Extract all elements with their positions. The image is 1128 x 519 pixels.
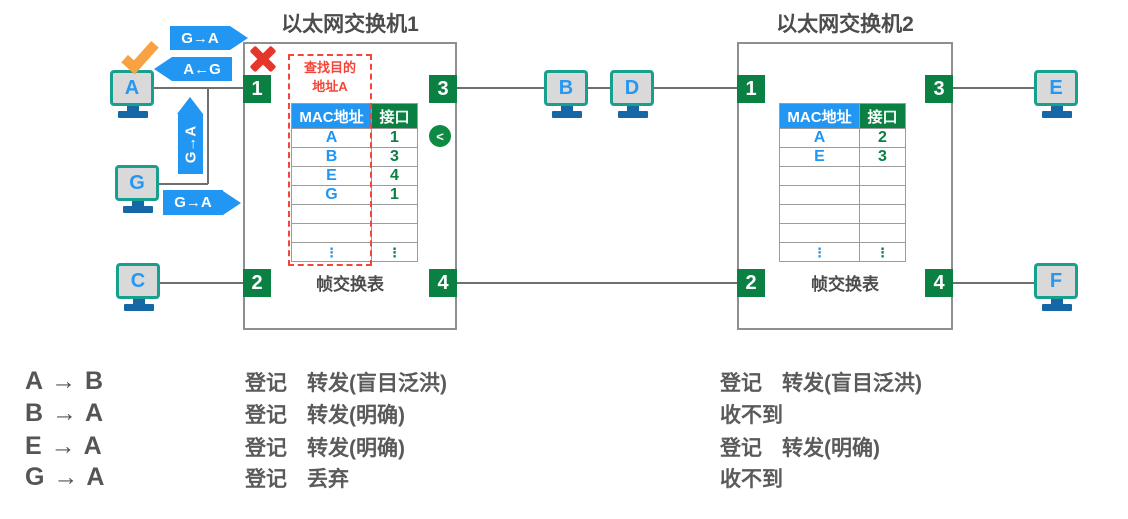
switch2-port-2: 2 bbox=[737, 269, 765, 297]
computer-icon: B bbox=[544, 70, 588, 106]
host-d: D bbox=[610, 70, 656, 118]
switch2-result: 登记转发(明确) bbox=[720, 437, 880, 460]
lookup-note-line2: 地址A bbox=[312, 79, 348, 94]
host-label: A bbox=[124, 76, 140, 99]
frame-label-ga-top: G→A bbox=[170, 26, 230, 50]
table-row bbox=[291, 204, 418, 224]
link-hostG-branch bbox=[150, 183, 208, 185]
host-label: C bbox=[130, 269, 146, 292]
switch2-result: 收不到 bbox=[720, 468, 783, 491]
switch1-port-4: 4 bbox=[429, 269, 457, 297]
link-hostC-switch1 bbox=[156, 282, 243, 284]
player-back-chevron-icon[interactable]: < bbox=[429, 125, 451, 147]
table-row bbox=[779, 185, 906, 205]
frame-label-ga-bottom: G→A bbox=[163, 190, 223, 215]
interface-header: 接口 bbox=[859, 103, 906, 129]
host-label: F bbox=[1049, 269, 1063, 292]
frame-label-ga-vertical: G→A bbox=[178, 114, 203, 174]
lookup-note-line1: 查找目的 bbox=[303, 60, 356, 75]
switch2-port-1: 1 bbox=[737, 75, 765, 103]
switch2-port-4: 4 bbox=[925, 269, 953, 297]
host-label: B bbox=[558, 76, 574, 99]
vertical-label-text: G→A bbox=[182, 125, 199, 163]
link-switch2-hostF bbox=[953, 282, 1034, 284]
host-a: A bbox=[110, 70, 156, 118]
interface-header: 接口 bbox=[371, 103, 418, 129]
flow-label: A → B bbox=[25, 367, 105, 395]
link-switch2-hostE bbox=[953, 87, 1034, 89]
discard-cross-icon bbox=[249, 45, 277, 73]
link-branch-vertical bbox=[207, 87, 209, 184]
link-hostA-switch1 bbox=[150, 87, 243, 89]
switch1-port-3: 3 bbox=[429, 75, 457, 103]
switch1-result: 登记转发(盲目泛洪) bbox=[245, 372, 447, 395]
arrowhead-up-icon bbox=[177, 97, 203, 114]
computer-icon: G bbox=[115, 165, 159, 201]
host-e: E bbox=[1034, 70, 1080, 118]
host-b: B bbox=[544, 70, 590, 118]
switch1-table-caption: 帧交换表 bbox=[316, 275, 384, 294]
computer-icon: D bbox=[610, 70, 654, 106]
host-f: F bbox=[1034, 263, 1080, 311]
switch2-result: 收不到 bbox=[720, 404, 783, 427]
switch1-result: 登记丢弃 bbox=[245, 468, 349, 491]
switch2-box bbox=[737, 42, 953, 330]
switch1-port-1: 1 bbox=[243, 75, 271, 103]
table-row bbox=[779, 223, 906, 243]
switch2-title: 以太网交换机2 bbox=[776, 13, 914, 36]
host-g: G bbox=[115, 165, 161, 213]
computer-icon: E bbox=[1034, 70, 1078, 106]
arrowhead-right-icon bbox=[230, 26, 248, 50]
link-switch1-switch2-top bbox=[457, 87, 737, 89]
table-row bbox=[779, 166, 906, 186]
flow-label: E → A bbox=[25, 432, 103, 460]
link-switch1-switch2-bottom bbox=[457, 282, 737, 284]
mac-address-header: MAC地址 bbox=[779, 103, 860, 129]
host-label: E bbox=[1049, 76, 1063, 99]
table-row-ellipsis: ⋮⋮ bbox=[779, 242, 906, 262]
switch1-result: 登记转发(明确) bbox=[245, 404, 405, 427]
computer-icon: A bbox=[110, 70, 154, 106]
table-row bbox=[291, 223, 418, 243]
mac-address-header: MAC地址 bbox=[291, 103, 372, 129]
computer-icon: F bbox=[1034, 263, 1078, 299]
host-label: D bbox=[624, 76, 640, 99]
table-header-row: MAC地址 接口 bbox=[291, 103, 418, 129]
table-header-row: MAC地址 接口 bbox=[779, 103, 906, 129]
switch2-port-3: 3 bbox=[925, 75, 953, 103]
flow-label: G → A bbox=[25, 463, 106, 491]
switch2-table-caption: 帧交换表 bbox=[811, 275, 879, 294]
table-row bbox=[779, 204, 906, 224]
switch1-port-2: 2 bbox=[243, 269, 271, 297]
arrowhead-left-icon bbox=[154, 57, 172, 81]
table-row-ellipsis: ⋮⋮ bbox=[291, 242, 418, 262]
switch1-title: 以太网交换机1 bbox=[281, 13, 419, 36]
host-c: C bbox=[116, 263, 162, 311]
flow-label: B → A bbox=[25, 399, 105, 427]
host-label: G bbox=[129, 171, 145, 194]
switch1-result: 登记转发(明确) bbox=[245, 437, 405, 460]
lookup-note: 查找目的 地址A bbox=[286, 58, 374, 96]
arrowhead-right-icon bbox=[223, 191, 241, 215]
computer-icon: C bbox=[116, 263, 160, 299]
frame-label-ag-back: A←G bbox=[172, 57, 232, 81]
switch2-result: 登记转发(盲目泛洪) bbox=[720, 372, 922, 395]
